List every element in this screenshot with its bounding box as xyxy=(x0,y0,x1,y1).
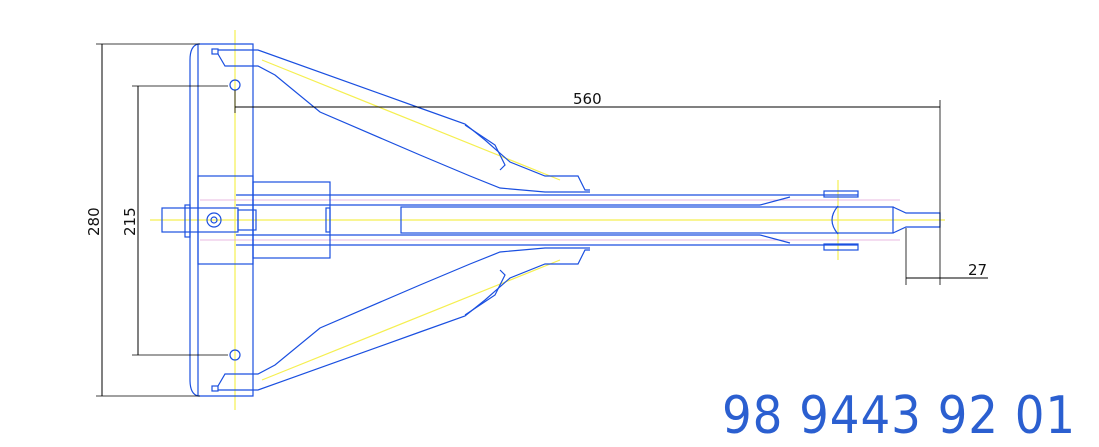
dimension-label-560: 560 xyxy=(573,90,602,108)
dimension-label-27: 27 xyxy=(968,261,987,279)
shackle-bottom xyxy=(823,243,859,251)
dimension-215: 215 xyxy=(121,85,228,356)
part-number: 98 9443 92 01 xyxy=(722,386,1077,446)
dimension-label-280: 280 xyxy=(85,207,103,236)
center-lines xyxy=(150,30,945,410)
lower-hole xyxy=(229,349,241,361)
upper-fluke-arm xyxy=(217,49,590,193)
lower-fluke-arm xyxy=(217,247,590,391)
dimension-560: 560 xyxy=(234,90,941,285)
shank xyxy=(161,175,941,265)
stub xyxy=(161,207,239,233)
shaft-tube xyxy=(400,206,894,234)
pin xyxy=(206,212,222,228)
shackle-top xyxy=(823,190,859,198)
eye xyxy=(831,205,839,235)
dimension-label-215: 215 xyxy=(121,207,139,236)
dimension-27: 27 xyxy=(905,228,988,285)
dimension-280: 280 xyxy=(85,43,200,397)
